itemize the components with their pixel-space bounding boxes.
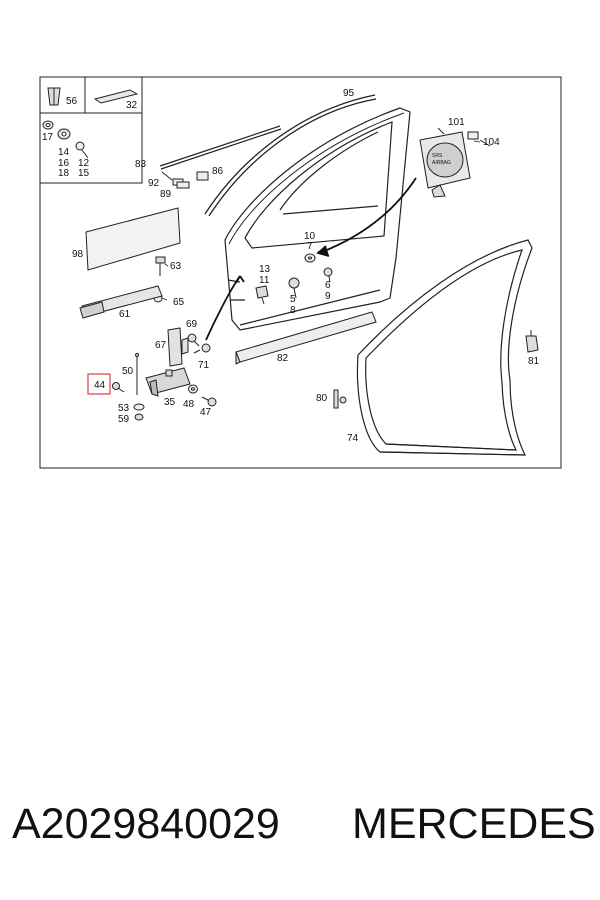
diagram-frame (39, 76, 562, 469)
label-8: 8 (290, 305, 296, 316)
label-11: 11 (259, 275, 270, 286)
highlight-part-44 (87, 373, 111, 395)
window-strip-95 (204, 94, 377, 217)
label-32: 32 (126, 100, 138, 111)
label-56: 56 (66, 96, 78, 107)
trim-panel-98 (85, 207, 181, 271)
label-17: 17 (42, 132, 54, 143)
label-81: 81 (528, 356, 540, 367)
pad-part-32 (93, 89, 139, 104)
label-16: 16 (58, 158, 70, 169)
washer-10-7 (304, 253, 316, 263)
inset-box-fasteners (39, 112, 143, 184)
label-74: 74 (347, 433, 359, 444)
label-15: 15 (78, 168, 90, 179)
screw-44 (112, 382, 125, 393)
pin-50 (135, 353, 139, 395)
washer-48 (188, 384, 198, 394)
clip-81 (525, 330, 539, 353)
clip-80 (333, 389, 347, 409)
caption: A2029840029 MERCEDES (0, 800, 600, 870)
label-98: 98 (72, 249, 84, 260)
label-89: 89 (160, 189, 172, 200)
label-59: 59 (118, 414, 130, 425)
label-83: 83 (135, 159, 147, 170)
label-67: 67 (155, 340, 167, 351)
airbag-module-101 (419, 127, 491, 198)
label-63: 63 (170, 261, 182, 272)
label-65: 65 (173, 297, 185, 308)
hinge-67 (167, 327, 189, 367)
label-50: 50 (122, 366, 134, 377)
label-44: 44 (94, 380, 106, 391)
label-47: 47 (200, 407, 212, 418)
label-80: 80 (316, 393, 328, 404)
bolt-69 (187, 333, 200, 347)
label-6: 6 (325, 280, 331, 291)
bolt-63 (155, 256, 166, 276)
label-13: 13 (259, 264, 271, 275)
label-104: 104 (483, 137, 500, 148)
bolt-13-11 (255, 285, 269, 305)
label-10: 10 (304, 231, 316, 242)
bolt-47 (201, 396, 217, 407)
airbag-text-airbag: AIRBAG (432, 160, 451, 166)
label-53: 53 (118, 403, 130, 414)
arrow-airbag (316, 177, 417, 257)
label-69: 69 (186, 319, 198, 330)
label-95: 95 (343, 88, 355, 99)
door-moulding-82 (235, 311, 377, 365)
part-number: A2029840029 (12, 800, 280, 848)
fastener-parts-17-14 (42, 120, 89, 159)
label-71: 71 (198, 360, 210, 371)
door-frame-window (228, 112, 405, 245)
check-strap-35 (145, 367, 191, 397)
label-18: 18 (58, 168, 70, 179)
airbag-text-srs: SRS (432, 153, 443, 159)
label-12: 12 (78, 158, 90, 169)
label-7: 7 (307, 241, 313, 252)
label-14: 14 (58, 147, 70, 158)
nut-59 (134, 413, 144, 421)
clip-part-56 (47, 87, 61, 106)
label-86: 86 (212, 166, 224, 177)
door-check-strut-61 (79, 285, 163, 319)
door-shell (224, 107, 411, 331)
label-92: 92 (148, 178, 160, 189)
label-5: 5 (290, 294, 296, 305)
brand-name: MERCEDES (352, 800, 596, 848)
label-101: 101 (448, 117, 465, 128)
label-61: 61 (119, 309, 131, 320)
belt-strip-83 (159, 125, 282, 170)
bolt-71 (193, 343, 211, 354)
bolt-5-8 (288, 277, 300, 299)
door-seal-74 (356, 239, 533, 456)
clip-parts-92-89-86 (161, 171, 209, 189)
bolt-6-9 (323, 267, 333, 283)
label-9: 9 (325, 291, 331, 302)
label-82: 82 (277, 353, 289, 364)
label-48: 48 (183, 399, 195, 410)
washer-53 (133, 403, 145, 411)
label-35: 35 (164, 397, 176, 408)
leader-lines (161, 140, 481, 301)
inset-box-clip (39, 76, 86, 114)
parts-diagram: SRS AIRBAG (39, 76, 562, 469)
arrow-hinge (205, 275, 245, 341)
